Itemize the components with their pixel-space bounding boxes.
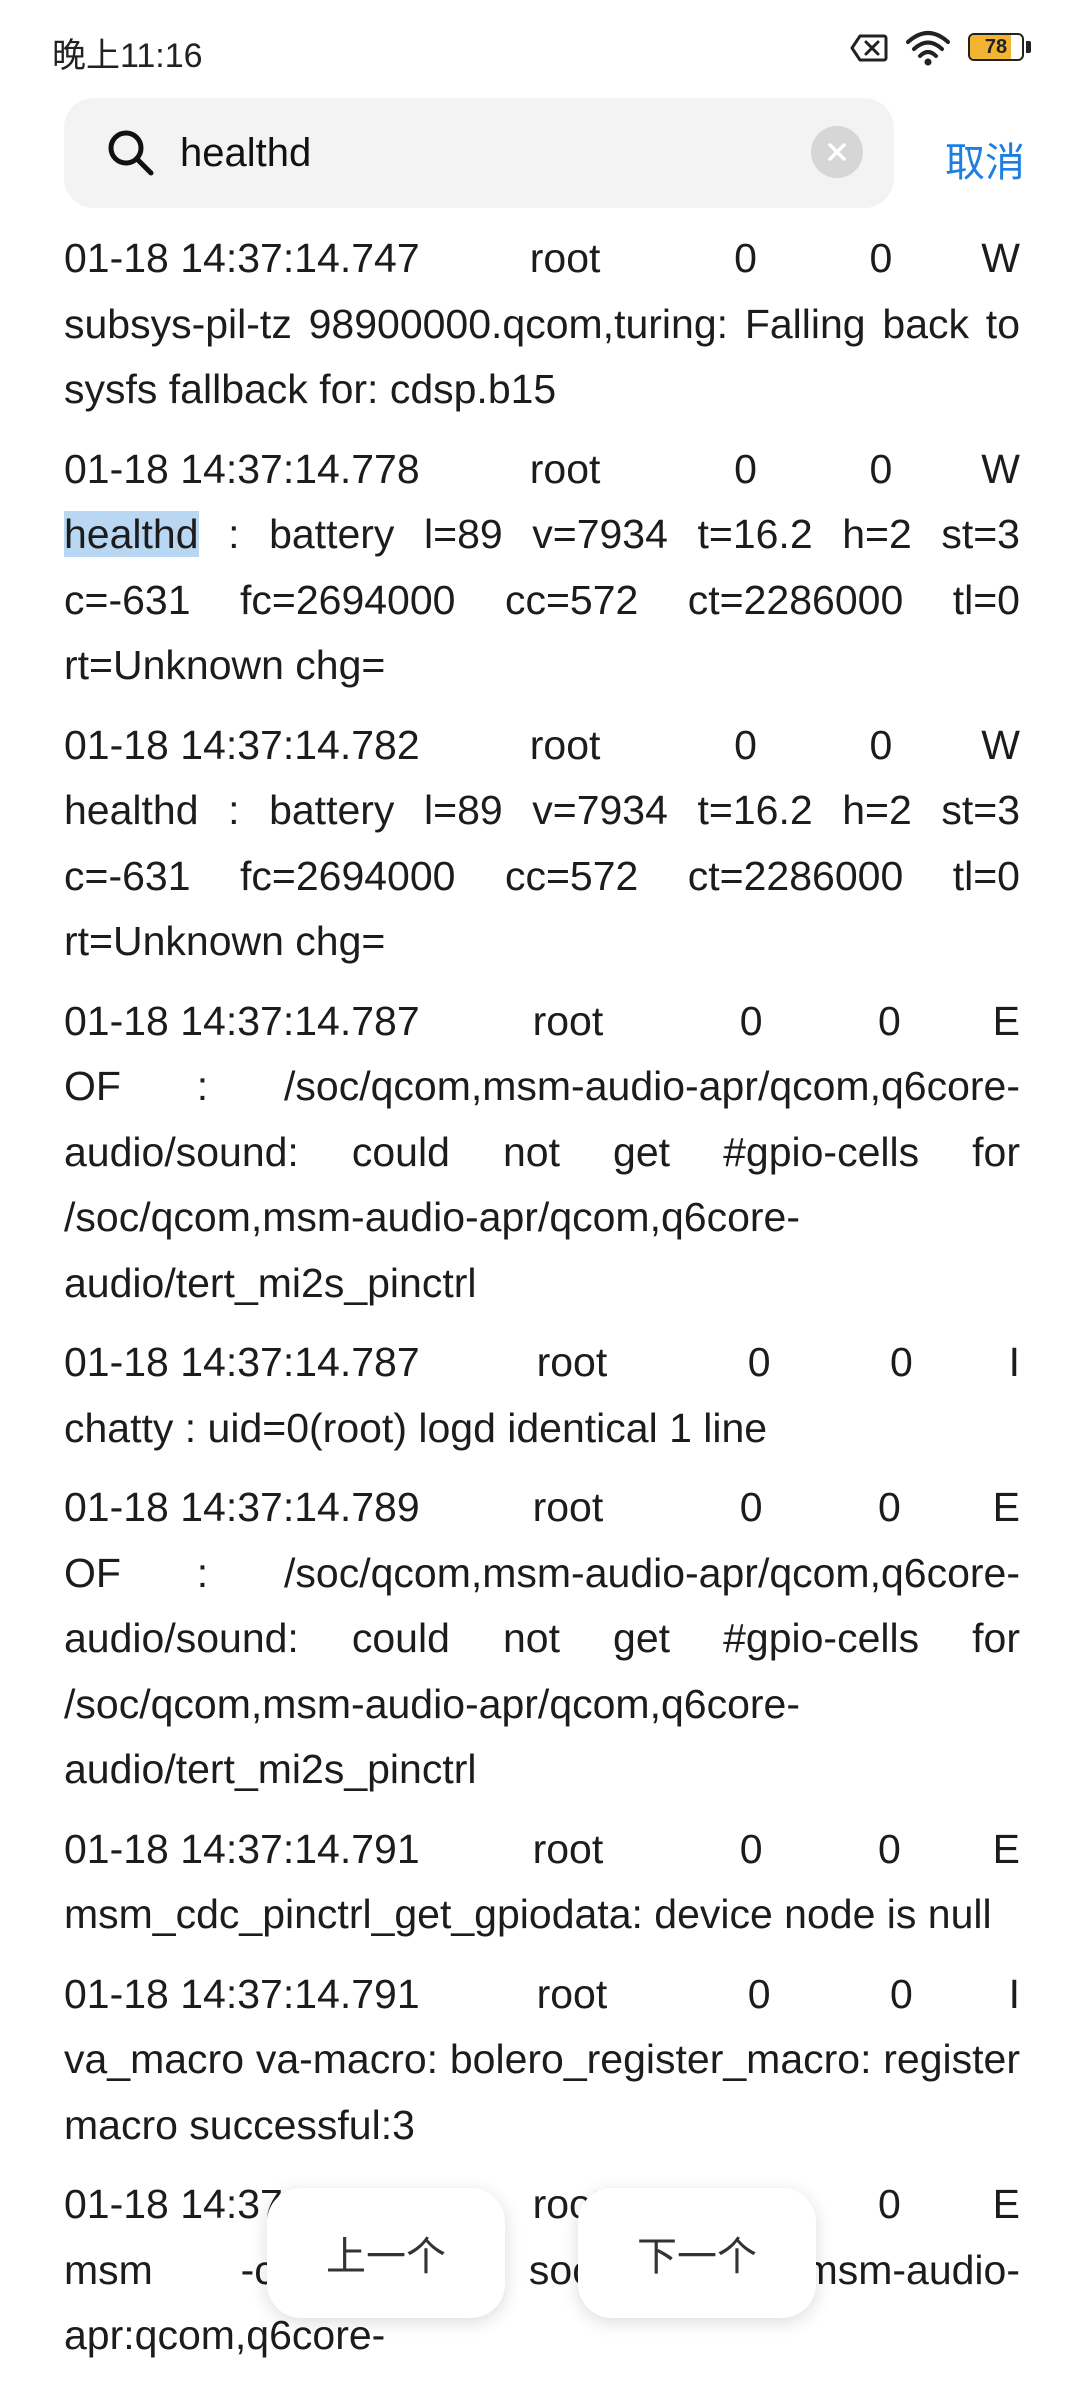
log-timestamp: 01-18 14:37:14.791	[64, 1970, 420, 2017]
wifi-icon	[906, 31, 950, 66]
log-message-text: msm_cdc_pinctrl_get_gpiodata: device nod…	[64, 1891, 992, 1937]
log-pid: 0	[739, 1484, 763, 1530]
log-timestamp: 01-18 14:37:14.778	[64, 445, 420, 492]
log-entry-header: 01-18 14:37:14.791 root 0 0 I	[64, 1962, 1020, 2028]
log-entry-header: 01-18 14:37:14.747 root 0 0 W	[64, 226, 1020, 292]
status-icons: 78	[850, 30, 1032, 66]
log-user: root	[532, 1825, 604, 1872]
log-user: root	[529, 721, 601, 768]
log-pid: 0	[739, 1825, 763, 1872]
log-level: E	[992, 1825, 1020, 1872]
log-message-text: OF : /soc/qcom,msm-audio-apr/qcom,q6core…	[64, 1549, 1020, 1793]
log-entry-header: 01-18 14:37:14.787 root 0 0 I	[64, 1330, 1020, 1396]
log-message: va_macro va-macro: bolero_register_macro…	[64, 2027, 1020, 2158]
log-level: E	[992, 997, 1020, 1044]
previous-match-button[interactable]: 上一个	[267, 2188, 505, 2318]
log-message-text: OF : /soc/qcom,msm-audio-apr/qcom,q6core…	[64, 1063, 1020, 1306]
log-entry-header: 01-18 14:37:14.782 root 0 0 W	[64, 713, 1020, 779]
log-pid: 0	[747, 1970, 771, 2017]
log-message-text: subsys-pil-tz 98900000.qcom,turing: Fall…	[64, 300, 1020, 413]
log-message: healthd : battery l=89 v=7934 t=16.2 h=2…	[64, 778, 1020, 975]
log-pid: 0	[747, 1339, 771, 1385]
log-message: healthd : battery l=89 v=7934 t=16.2 h=2…	[64, 502, 1020, 699]
log-pid: 0	[734, 445, 757, 492]
log-tid: 0	[869, 235, 893, 281]
search-match-highlight: healthd	[64, 511, 199, 557]
log-message: subsys-pil-tz 98900000.qcom,turing: Fall…	[64, 292, 1020, 423]
log-entry[interactable]: 01-18 14:37:14.789 root 0 0 E OF : /soc/qcom,…	[64, 1475, 1020, 1803]
battery-icon: 78	[968, 33, 1032, 63]
log-level: W	[981, 235, 1020, 281]
log-timestamp: 01-18 14:37:14.747	[64, 235, 420, 281]
log-user: root	[536, 1970, 608, 2017]
log-message-text: healthd : battery l=89 v=7934 t=16.2 h=2…	[64, 787, 1020, 964]
log-message-text: : battery l=89 v=7934 t=16.2 h=2 st=3 c=…	[64, 511, 1020, 688]
log-tid: 0	[889, 1339, 913, 1385]
log-tid: 0	[877, 2181, 901, 2227]
search-input[interactable]	[180, 120, 740, 186]
log-message: msm -cdc-pinctrl soc: qcom,msm-audio-apr…	[64, 2238, 1020, 2369]
status-time: 晚上11:16	[52, 37, 203, 75]
close-icon	[828, 143, 846, 161]
clear-search-button[interactable]	[811, 126, 863, 178]
log-message-text: va_macro va-macro: bolero_register_macro…	[64, 2036, 1020, 2148]
search-icon	[108, 130, 154, 176]
no-sim-icon	[850, 34, 888, 62]
log-message: msm_cdc_pinctrl_get_gpiodata: device nod…	[64, 1882, 1020, 1948]
battery-level: 78	[984, 36, 1008, 58]
log-level: I	[1008, 1339, 1020, 1385]
log-pid: 0	[734, 721, 757, 768]
search-bar[interactable]	[64, 98, 894, 208]
battery-fill	[970, 35, 1011, 59]
log-timestamp: 01-18 14:37:14.782	[64, 721, 420, 768]
log-tid: 0	[889, 1970, 913, 2017]
log-entry-header: 01-18 14:37:14.791 root 0 0 E	[64, 1817, 1020, 1883]
log-user: root	[529, 235, 601, 281]
log-level: I	[1008, 1970, 1020, 2017]
log-entry-header: 01-18 14:37:14.787 root 0 0 E	[64, 989, 1020, 1055]
log-user: root	[536, 1339, 608, 1385]
log-tid: 0	[877, 1825, 901, 1872]
log-timestamp: 01-18 14:37:14.787	[64, 997, 420, 1044]
log-message-text: chatty : uid=0(root) logd identical 1 li…	[64, 1404, 768, 1451]
log-message-text: msm -cdc-pinctrl soc: qcom,msm-audio-apr…	[64, 2246, 1020, 2359]
log-timestamp: 01-18 14:37:14.787	[64, 1339, 420, 1385]
log-user: root	[529, 445, 601, 492]
log-message: OF : /soc/qcom,msm-audio-apr/qcom,q6core…	[64, 1541, 1020, 1803]
log-level: E	[992, 2181, 1020, 2227]
log-tid: 0	[877, 997, 901, 1044]
log-level: W	[981, 445, 1020, 492]
log-message: OF : /soc/qcom,msm-audio-apr/qcom,q6core…	[64, 1054, 1020, 1316]
log-tid: 0	[877, 1484, 901, 1530]
log-entry-header: 01-18 14:37:14.778 root 0 0 W	[64, 437, 1020, 503]
next-match-button[interactable]: 下一个	[578, 2188, 816, 2318]
log-pid: 0	[739, 997, 763, 1044]
log-user: root	[532, 1484, 604, 1530]
log-timestamp: 01-18 14:37:14.791	[64, 1825, 420, 1872]
log-level: W	[981, 721, 1020, 768]
log-timestamp: 01-18 14:37:14.789	[64, 1484, 420, 1530]
log-entry-header: 01-18 14:37:14.789 root 0 0 E	[64, 1475, 1020, 1541]
status-bar: 晚上11:16 78	[0, 0, 1080, 96]
log-user: root	[532, 997, 604, 1044]
log-tid: 0	[869, 445, 893, 492]
log-level: E	[992, 1484, 1020, 1530]
cancel-button[interactable]: 取消	[945, 140, 1025, 186]
log-message: chatty : uid=0(root) logd identical 1 li…	[64, 1396, 1020, 1462]
log-tid: 0	[869, 721, 893, 768]
log-entry[interactable]: 01-18 14:37:14.787 root 0 0 E OF : /soc/qcom,…	[64, 989, 1020, 1317]
log-pid: 0	[734, 235, 757, 281]
